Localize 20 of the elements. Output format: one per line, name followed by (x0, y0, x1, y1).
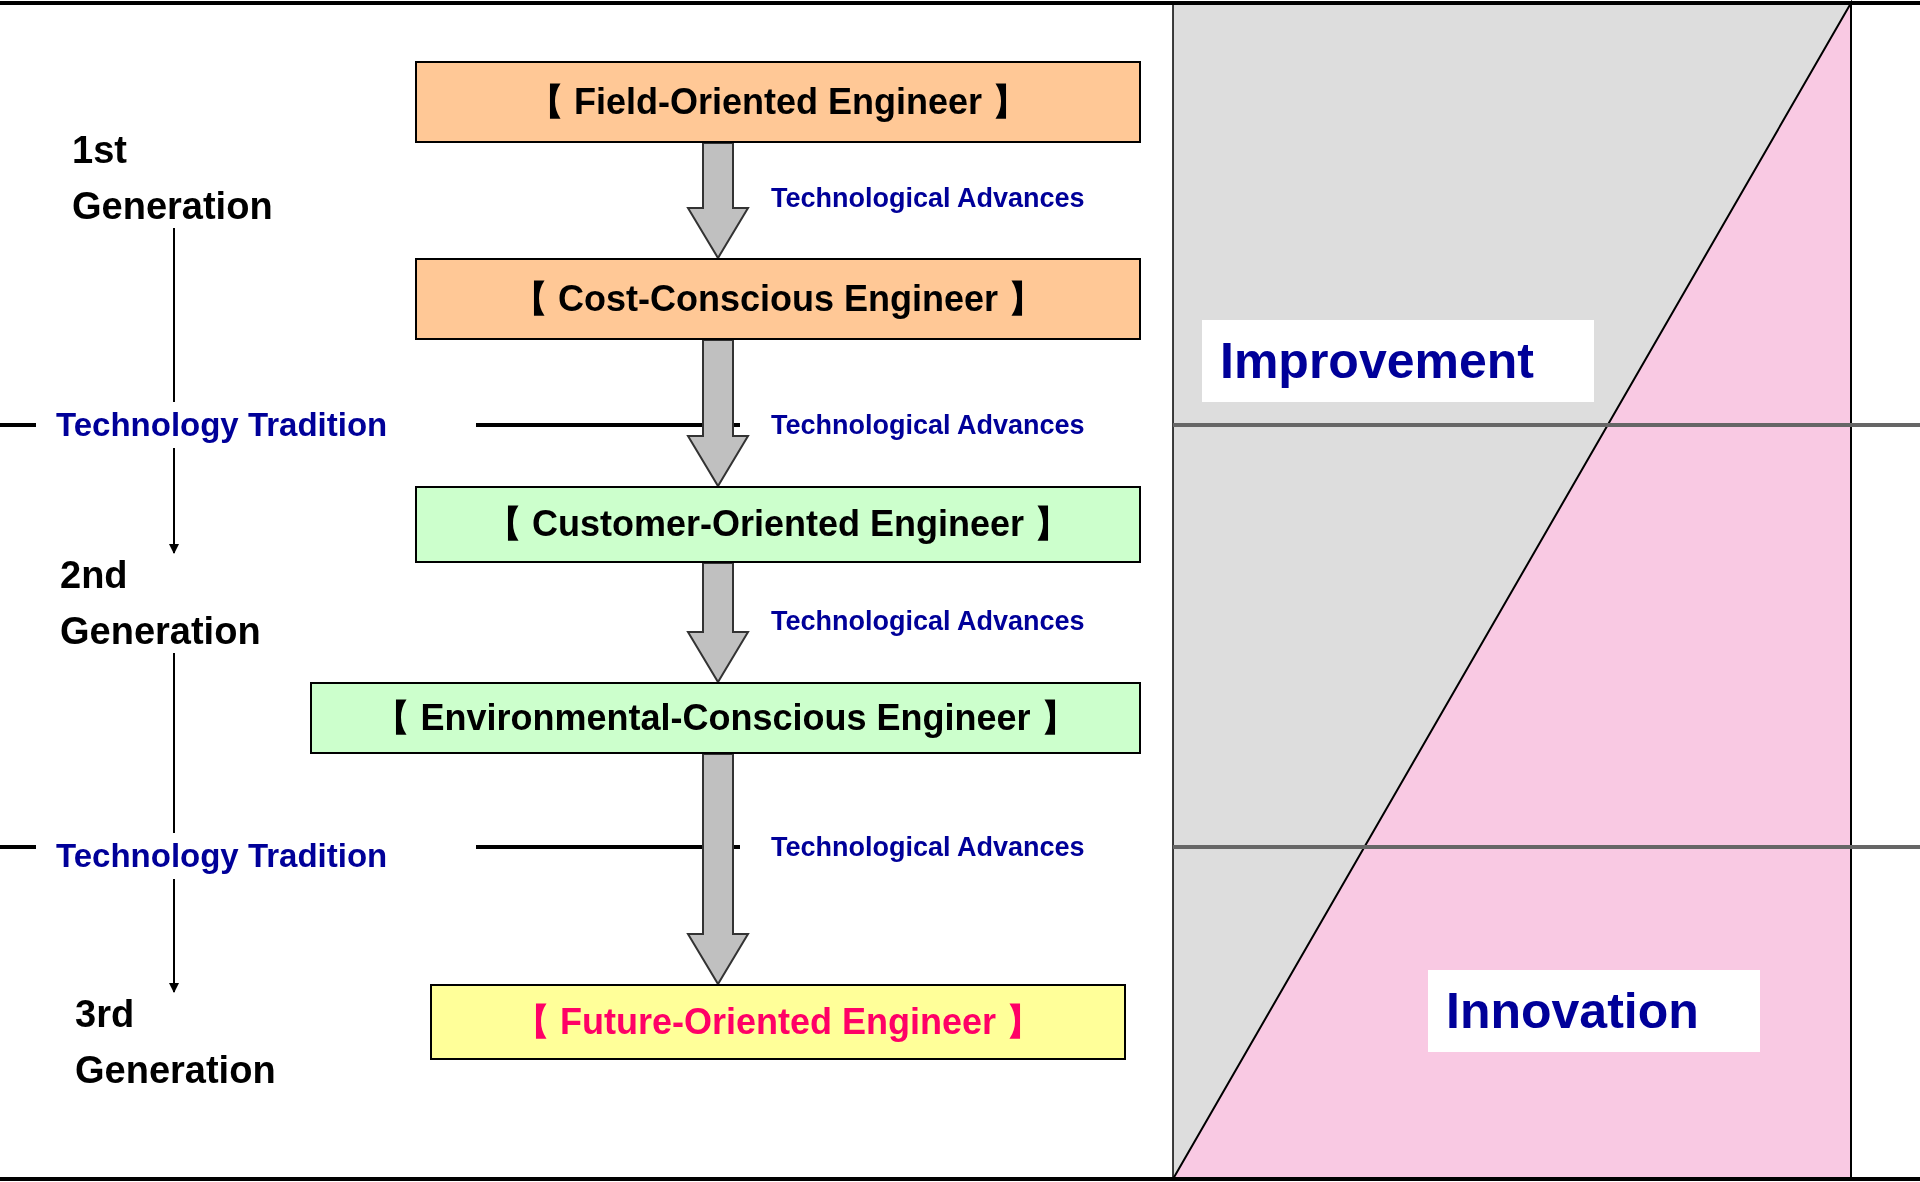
arrow (169, 447, 179, 554)
engineer-box: 【 Environmental-Conscious Engineer 】 (310, 682, 1141, 754)
engineer-box: 【 Customer-Oriented Engineer 】 (415, 486, 1141, 563)
generation-label: 2nd Generation (60, 553, 310, 653)
block-arrow (686, 142, 750, 260)
connector-line (173, 227, 175, 403)
generation-label: 3rd Generation (75, 992, 325, 1092)
engineer-box: 【 Future-Oriented Engineer 】 (430, 984, 1126, 1060)
tradition-label: Technology Tradition (56, 833, 436, 879)
generation-label: 1st Generation (72, 128, 322, 228)
engineer-box: 【 Field-Oriented Engineer 】 (415, 61, 1141, 143)
arrow (169, 878, 179, 993)
engineer-box: 【 Cost-Conscious Engineer 】 (415, 258, 1141, 340)
text-panel: Improvement (1202, 320, 1594, 402)
connector-line (173, 652, 175, 834)
block-arrow (686, 562, 750, 684)
block-arrow (686, 753, 750, 986)
block-arrow (686, 339, 750, 488)
tradition-label: Technology Tradition (56, 402, 436, 448)
text-panel: Innovation (1428, 970, 1760, 1052)
